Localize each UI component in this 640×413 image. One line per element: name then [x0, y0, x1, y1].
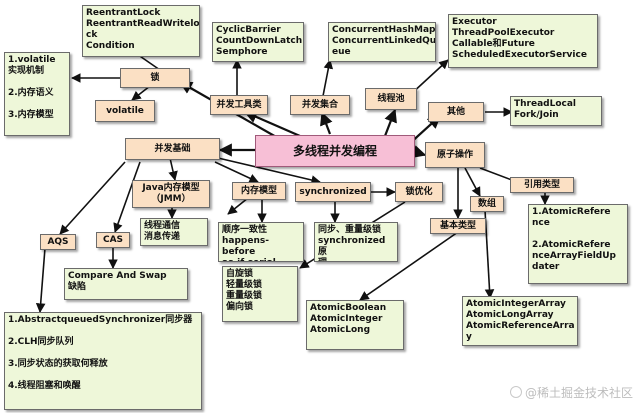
hub-volatile-label: volatile	[106, 105, 144, 116]
center-label: 多线程并发编程	[292, 143, 377, 158]
note-atomic-array: AtomicIntegerArray AtomicLongArray Atomi…	[462, 296, 578, 346]
note-locks-text: ReentrantLock ReentrantReadWritelo ck Co…	[86, 8, 200, 51]
note-cas-text: Compare And Swap 缺陷	[68, 271, 167, 292]
hub-cas-label: CAS	[102, 234, 124, 245]
hub-basic-type-label: 基本类型	[439, 220, 476, 231]
note-collections: ConcurrentHashMap ConcurrentLinkedQu eue	[328, 22, 436, 62]
hub-lockopt: 锁优化	[395, 182, 443, 202]
note-atomic-basic-text: AtomicBoolean AtomicInteger AtomicLong	[310, 303, 387, 335]
juejin-logo-icon	[510, 386, 522, 398]
hub-aqs-label: AQS	[47, 236, 69, 247]
hub-array-label: 数组	[477, 198, 496, 209]
hub-volatile: volatile	[95, 100, 155, 122]
note-tools: CyclicBarrier CountDownLatch Semphore	[212, 22, 304, 62]
hub-foundation: 并发基础	[125, 138, 220, 160]
hub-memmodel-label: 内存模型	[240, 185, 277, 196]
hub-synchronized: synchronized	[295, 182, 371, 202]
note-memmodel: 顺序一致性 happens-before as-if-serial	[218, 222, 304, 262]
note-volatile-text: 1.volatile 实现机制 2.内存语义 3.内存模型	[8, 55, 56, 120]
note-threadlocal-text: ThreadLocal Fork/Join	[514, 99, 577, 120]
hub-foundation-label: 并发基础	[154, 143, 191, 154]
hub-atomic-label: 原子操作	[436, 149, 473, 160]
note-memmodel-text: 顺序一致性 happens-before as-if-serial	[222, 225, 276, 261]
note-synchronized: 同步、重量级锁 synchronized原 理	[314, 222, 398, 262]
hub-basic-type: 基本类型	[430, 218, 486, 234]
note-aqs-text: 1.AbstractqueuedSynchronizer同步器 2.CLH同步队…	[8, 315, 193, 391]
hub-memmodel: 内存模型	[232, 182, 286, 200]
hub-other: 其他	[428, 102, 484, 122]
hub-ref-type: 引用类型	[510, 177, 574, 193]
hub-jmm-label: Java内存模型 （JMM）	[142, 183, 200, 204]
note-executor-text: Executor ThreadPoolExecutor Callable和Fut…	[452, 17, 587, 60]
hub-atomic: 原子操作	[425, 142, 485, 168]
hub-tools-label: 并发工具类	[216, 99, 262, 110]
hub-lock-label: 锁	[150, 72, 160, 83]
hub-jmm: Java内存模型 （JMM）	[132, 180, 210, 208]
note-aqs: 1.AbstractqueuedSynchronizer同步器 2.CLH同步队…	[4, 312, 202, 410]
note-atomic-ref: 1.AtomicRefere nce 2.AtomicRefere nceArr…	[528, 204, 628, 284]
note-lock-types: 自旋锁 轻量级锁 重量级锁 偏向锁	[222, 266, 298, 322]
note-atomic-ref-text: 1.AtomicRefere nce 2.AtomicRefere nceArr…	[532, 207, 616, 272]
hub-cas: CAS	[96, 232, 130, 248]
note-jmm: 线程通信 消息传递	[140, 218, 208, 246]
note-lock-types-text: 自旋锁 轻量级锁 重量级锁 偏向锁	[226, 269, 263, 312]
hub-threadpool-label: 线程池	[377, 93, 405, 104]
hub-aqs: AQS	[40, 234, 76, 250]
hub-ref-type-label: 引用类型	[523, 179, 560, 190]
note-volatile: 1.volatile 实现机制 2.内存语义 3.内存模型	[4, 52, 70, 136]
note-collections-text: ConcurrentHashMap ConcurrentLinkedQu eue	[332, 25, 436, 57]
hub-sync-label: synchronized	[299, 186, 367, 197]
note-locks: ReentrantLock ReentrantReadWritelo ck Co…	[82, 5, 200, 57]
hub-threadpool: 线程池	[365, 88, 417, 110]
note-atomic-basic: AtomicBoolean AtomicInteger AtomicLong	[306, 300, 404, 350]
note-executor: Executor ThreadPoolExecutor Callable和Fut…	[448, 14, 598, 68]
note-threadlocal: ThreadLocal Fork/Join	[510, 96, 602, 126]
note-sync-text: 同步、重量级锁 synchronized原 理	[318, 225, 386, 261]
note-jmm-text: 线程通信 消息传递	[144, 221, 181, 242]
hub-array: 数组	[470, 196, 504, 212]
note-tools-text: CyclicBarrier CountDownLatch Semphore	[216, 25, 303, 57]
center-node: 多线程并发编程	[255, 135, 415, 167]
hub-collections: 并发集合	[290, 95, 350, 115]
note-atomic-array-text: AtomicIntegerArray AtomicLongArray Atomi…	[466, 299, 575, 342]
hub-other-label: 其他	[446, 106, 465, 117]
hub-lock: 锁	[120, 68, 190, 88]
hub-lockopt-label: 锁优化	[405, 186, 433, 197]
hub-collections-label: 并发集合	[301, 99, 338, 110]
hub-tools: 并发工具类	[210, 95, 268, 115]
watermark-text: @稀土掘金技术社区	[525, 386, 634, 400]
watermark: @稀土掘金技术社区	[510, 384, 633, 401]
note-cas: Compare And Swap 缺陷	[64, 268, 188, 300]
